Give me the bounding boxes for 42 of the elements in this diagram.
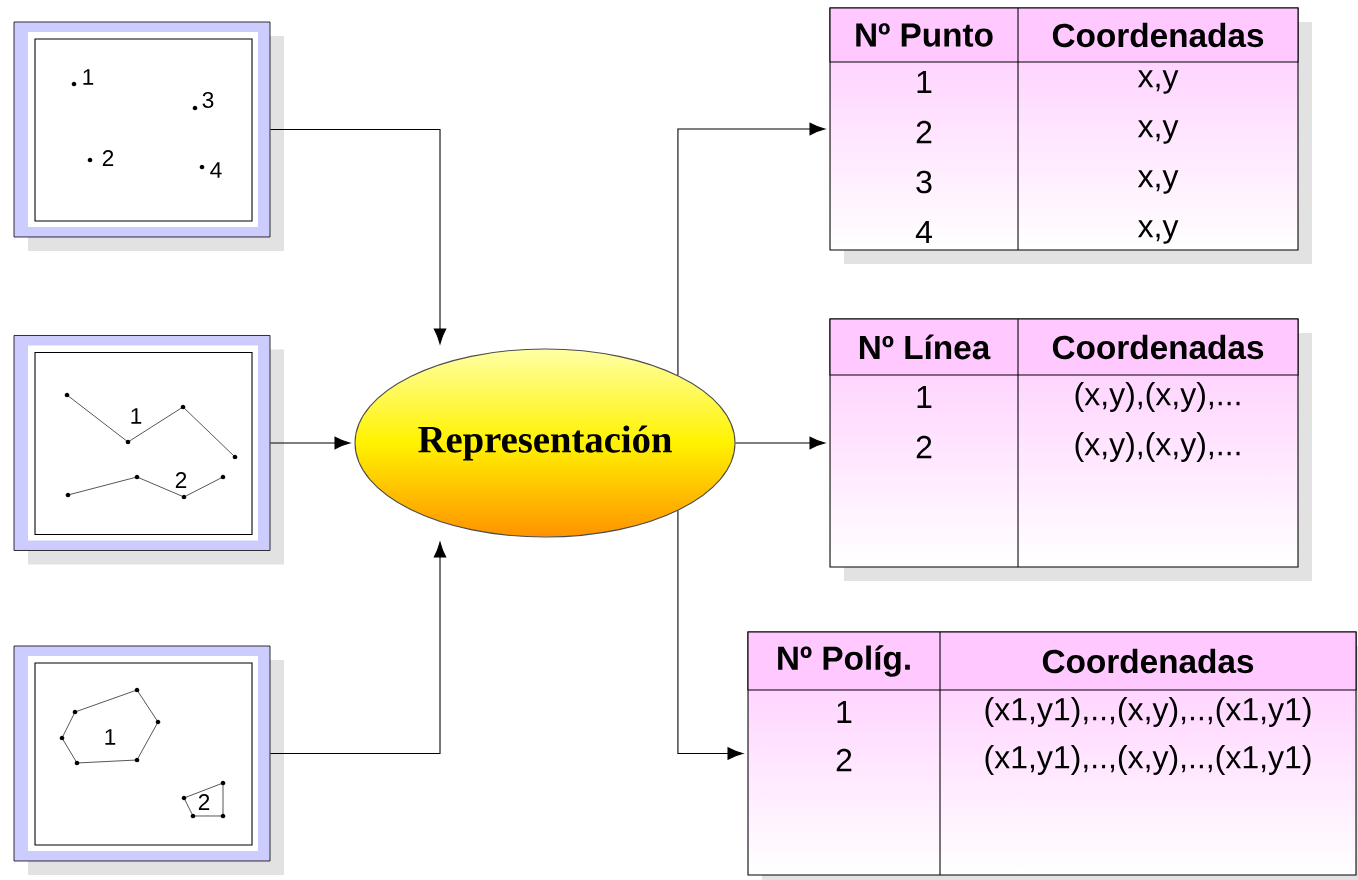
feature-number: 4 bbox=[210, 162, 222, 178]
data-table bbox=[747, 631, 1358, 880]
map-panel bbox=[13, 335, 284, 565]
table-value: (x1,y1),..,(x,y),..,(x1,y1) bbox=[985, 697, 1311, 727]
feature-number: 1 bbox=[131, 408, 142, 424]
arrow bbox=[735, 436, 826, 450]
table-value: 3 bbox=[916, 170, 932, 194]
arrow bbox=[269, 436, 351, 450]
feature-number: 2 bbox=[198, 794, 210, 810]
table-value: x,y bbox=[1137, 70, 1179, 94]
table-value: 4 bbox=[915, 221, 932, 243]
table-value: (x1,y1),..,(x,y),..,(x1,y1) bbox=[985, 745, 1311, 775]
feature-number: 2 bbox=[102, 150, 114, 166]
feature-number: 1 bbox=[105, 729, 116, 745]
table-value: 2 bbox=[916, 435, 932, 459]
table-value: x,y bbox=[1137, 220, 1179, 244]
column-header: Coordenadas bbox=[1052, 334, 1264, 360]
map-panel bbox=[13, 645, 284, 875]
arrow bbox=[269, 541, 447, 755]
column-header: Nº Políg. bbox=[778, 645, 910, 677]
arrow bbox=[269, 128, 447, 345]
column-header: Nº Punto bbox=[856, 23, 993, 47]
column-header: Coordenadas bbox=[1042, 648, 1254, 674]
table-value: 1 bbox=[917, 71, 932, 93]
feature-number: 3 bbox=[202, 91, 214, 109]
table-value: 1 bbox=[917, 386, 932, 408]
table-value: 2 bbox=[916, 120, 932, 144]
data-table bbox=[829, 7, 1312, 264]
feature-number: 2 bbox=[175, 472, 187, 488]
column-header: Coordenadas bbox=[1052, 22, 1264, 48]
table-value: x,y bbox=[1137, 120, 1179, 144]
table-value: (x,y),(x,y),... bbox=[1075, 382, 1240, 412]
table-value: 2 bbox=[836, 748, 852, 772]
map-panel bbox=[13, 21, 284, 251]
table-value: x,y bbox=[1137, 170, 1179, 194]
column-header: Nº Línea bbox=[859, 334, 991, 360]
data-table bbox=[829, 318, 1312, 581]
table-value: (x,y),(x,y),... bbox=[1075, 432, 1240, 462]
arrow bbox=[677, 122, 826, 376]
arrow bbox=[677, 510, 744, 760]
feature-number: 1 bbox=[83, 69, 94, 85]
table-value: 1 bbox=[837, 701, 852, 723]
